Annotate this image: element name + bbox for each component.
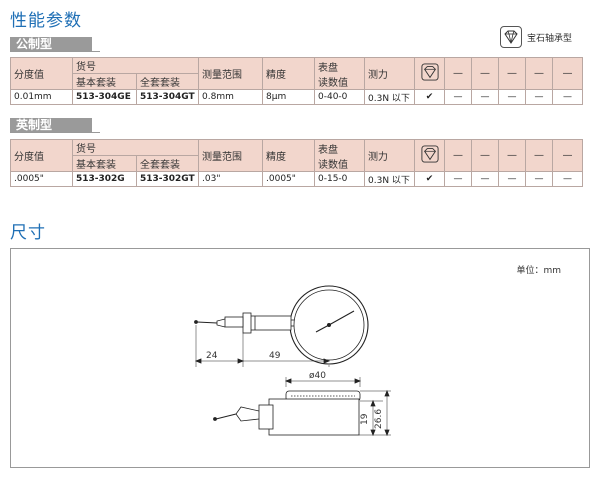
header-range: 测量范围: [198, 139, 263, 172]
dim-26-6-label: 26.6: [374, 409, 384, 429]
page-title: 性能参数: [10, 11, 82, 31]
header-blank: —: [444, 57, 472, 90]
header-force: 测力: [364, 139, 415, 172]
dimension-title: 尺寸: [10, 223, 46, 243]
header-blank: —: [444, 139, 472, 172]
dim-19-label: 19: [360, 413, 370, 425]
dim-49-label: 49: [269, 351, 281, 361]
header-blank: —: [552, 139, 583, 172]
cell-force: 0.3N 以下: [364, 171, 415, 187]
cell-dash: —: [471, 89, 499, 105]
header-blank: —: [471, 57, 499, 90]
metric-section-rule: [10, 51, 100, 52]
legend-diamond-icon: [500, 26, 522, 48]
header-dial-reading: 表盘读数值: [314, 139, 365, 172]
imperial-spec-table: 分度值 货号 测量范围 精度 表盘读数值 测力 — — — — — 基本套装 全…: [10, 139, 583, 187]
header-blank: —: [525, 139, 553, 172]
cell-dial-reading: 0-15-0: [314, 171, 365, 187]
cell-full-set: 513-302GT: [136, 171, 199, 187]
header-graduation: 分度值: [10, 57, 73, 90]
dim-40-label: ø40: [309, 371, 326, 381]
header-blank: —: [498, 139, 526, 172]
header-order-no: 货号: [72, 57, 199, 74]
header-full-set: 全套套装: [136, 73, 199, 90]
cell-accuracy: 8μm: [262, 89, 315, 105]
header-blank: —: [471, 139, 499, 172]
cell-accuracy: .0005": [262, 171, 315, 187]
dimension-drawing: 24 49: [194, 285, 391, 437]
header-accuracy: 精度: [262, 139, 315, 172]
cell-dash: —: [444, 171, 472, 187]
imperial-section-label: 英制型: [10, 118, 92, 132]
header-basic-set: 基本套装: [72, 155, 137, 172]
cell-dash: —: [444, 89, 472, 105]
header-force: 测力: [364, 57, 415, 90]
header-basic-set: 基本套装: [72, 73, 137, 90]
dimension-drawing-frame: 单位：mm: [10, 248, 590, 468]
header-range: 测量范围: [198, 57, 263, 90]
side-view: [213, 377, 391, 437]
cell-dash: —: [552, 171, 583, 187]
metric-spec-table: 分度值 货号 测量范围 精度 表盘读数值 测力 — — — — — 基本套装 全…: [10, 57, 583, 105]
cell-range: 0.8mm: [198, 89, 263, 105]
cell-dash: —: [498, 89, 526, 105]
metric-section-label: 公制型: [10, 37, 92, 51]
cell-full-set: 513-304GT: [136, 89, 199, 105]
diamond-icon: [414, 139, 445, 172]
front-view: [194, 285, 369, 367]
cell-dash: —: [471, 171, 499, 187]
legend-label: 宝石轴承型: [527, 34, 573, 44]
cell-jewel-check: ✔: [414, 171, 445, 187]
header-order-no: 货号: [72, 139, 199, 156]
cell-jewel-check: ✔: [414, 89, 445, 105]
cell-dial-reading: 0-40-0: [314, 89, 365, 105]
cell-graduation: 0.01mm: [10, 89, 73, 105]
dim-24-label: 24: [206, 351, 218, 361]
header-dial-reading: 表盘读数值: [314, 57, 365, 90]
header-blank: —: [525, 57, 553, 90]
cell-dash: —: [525, 89, 553, 105]
cell-dash: —: [552, 89, 583, 105]
cell-graduation: .0005": [10, 171, 73, 187]
header-blank: —: [552, 57, 583, 90]
imperial-section-rule: [10, 132, 100, 133]
header-full-set: 全套套装: [136, 155, 199, 172]
cell-dash: —: [525, 171, 553, 187]
header-blank: —: [498, 57, 526, 90]
cell-dash: —: [498, 171, 526, 187]
header-accuracy: 精度: [262, 57, 315, 90]
header-graduation: 分度值: [10, 139, 73, 172]
diamond-icon: [414, 57, 445, 90]
cell-basic-set: 513-304GE: [72, 89, 137, 105]
cell-basic-set: 513-302G: [72, 171, 137, 187]
cell-range: .03": [198, 171, 263, 187]
cell-force: 0.3N 以下: [364, 89, 415, 105]
unit-label: 单位：mm: [516, 266, 561, 276]
